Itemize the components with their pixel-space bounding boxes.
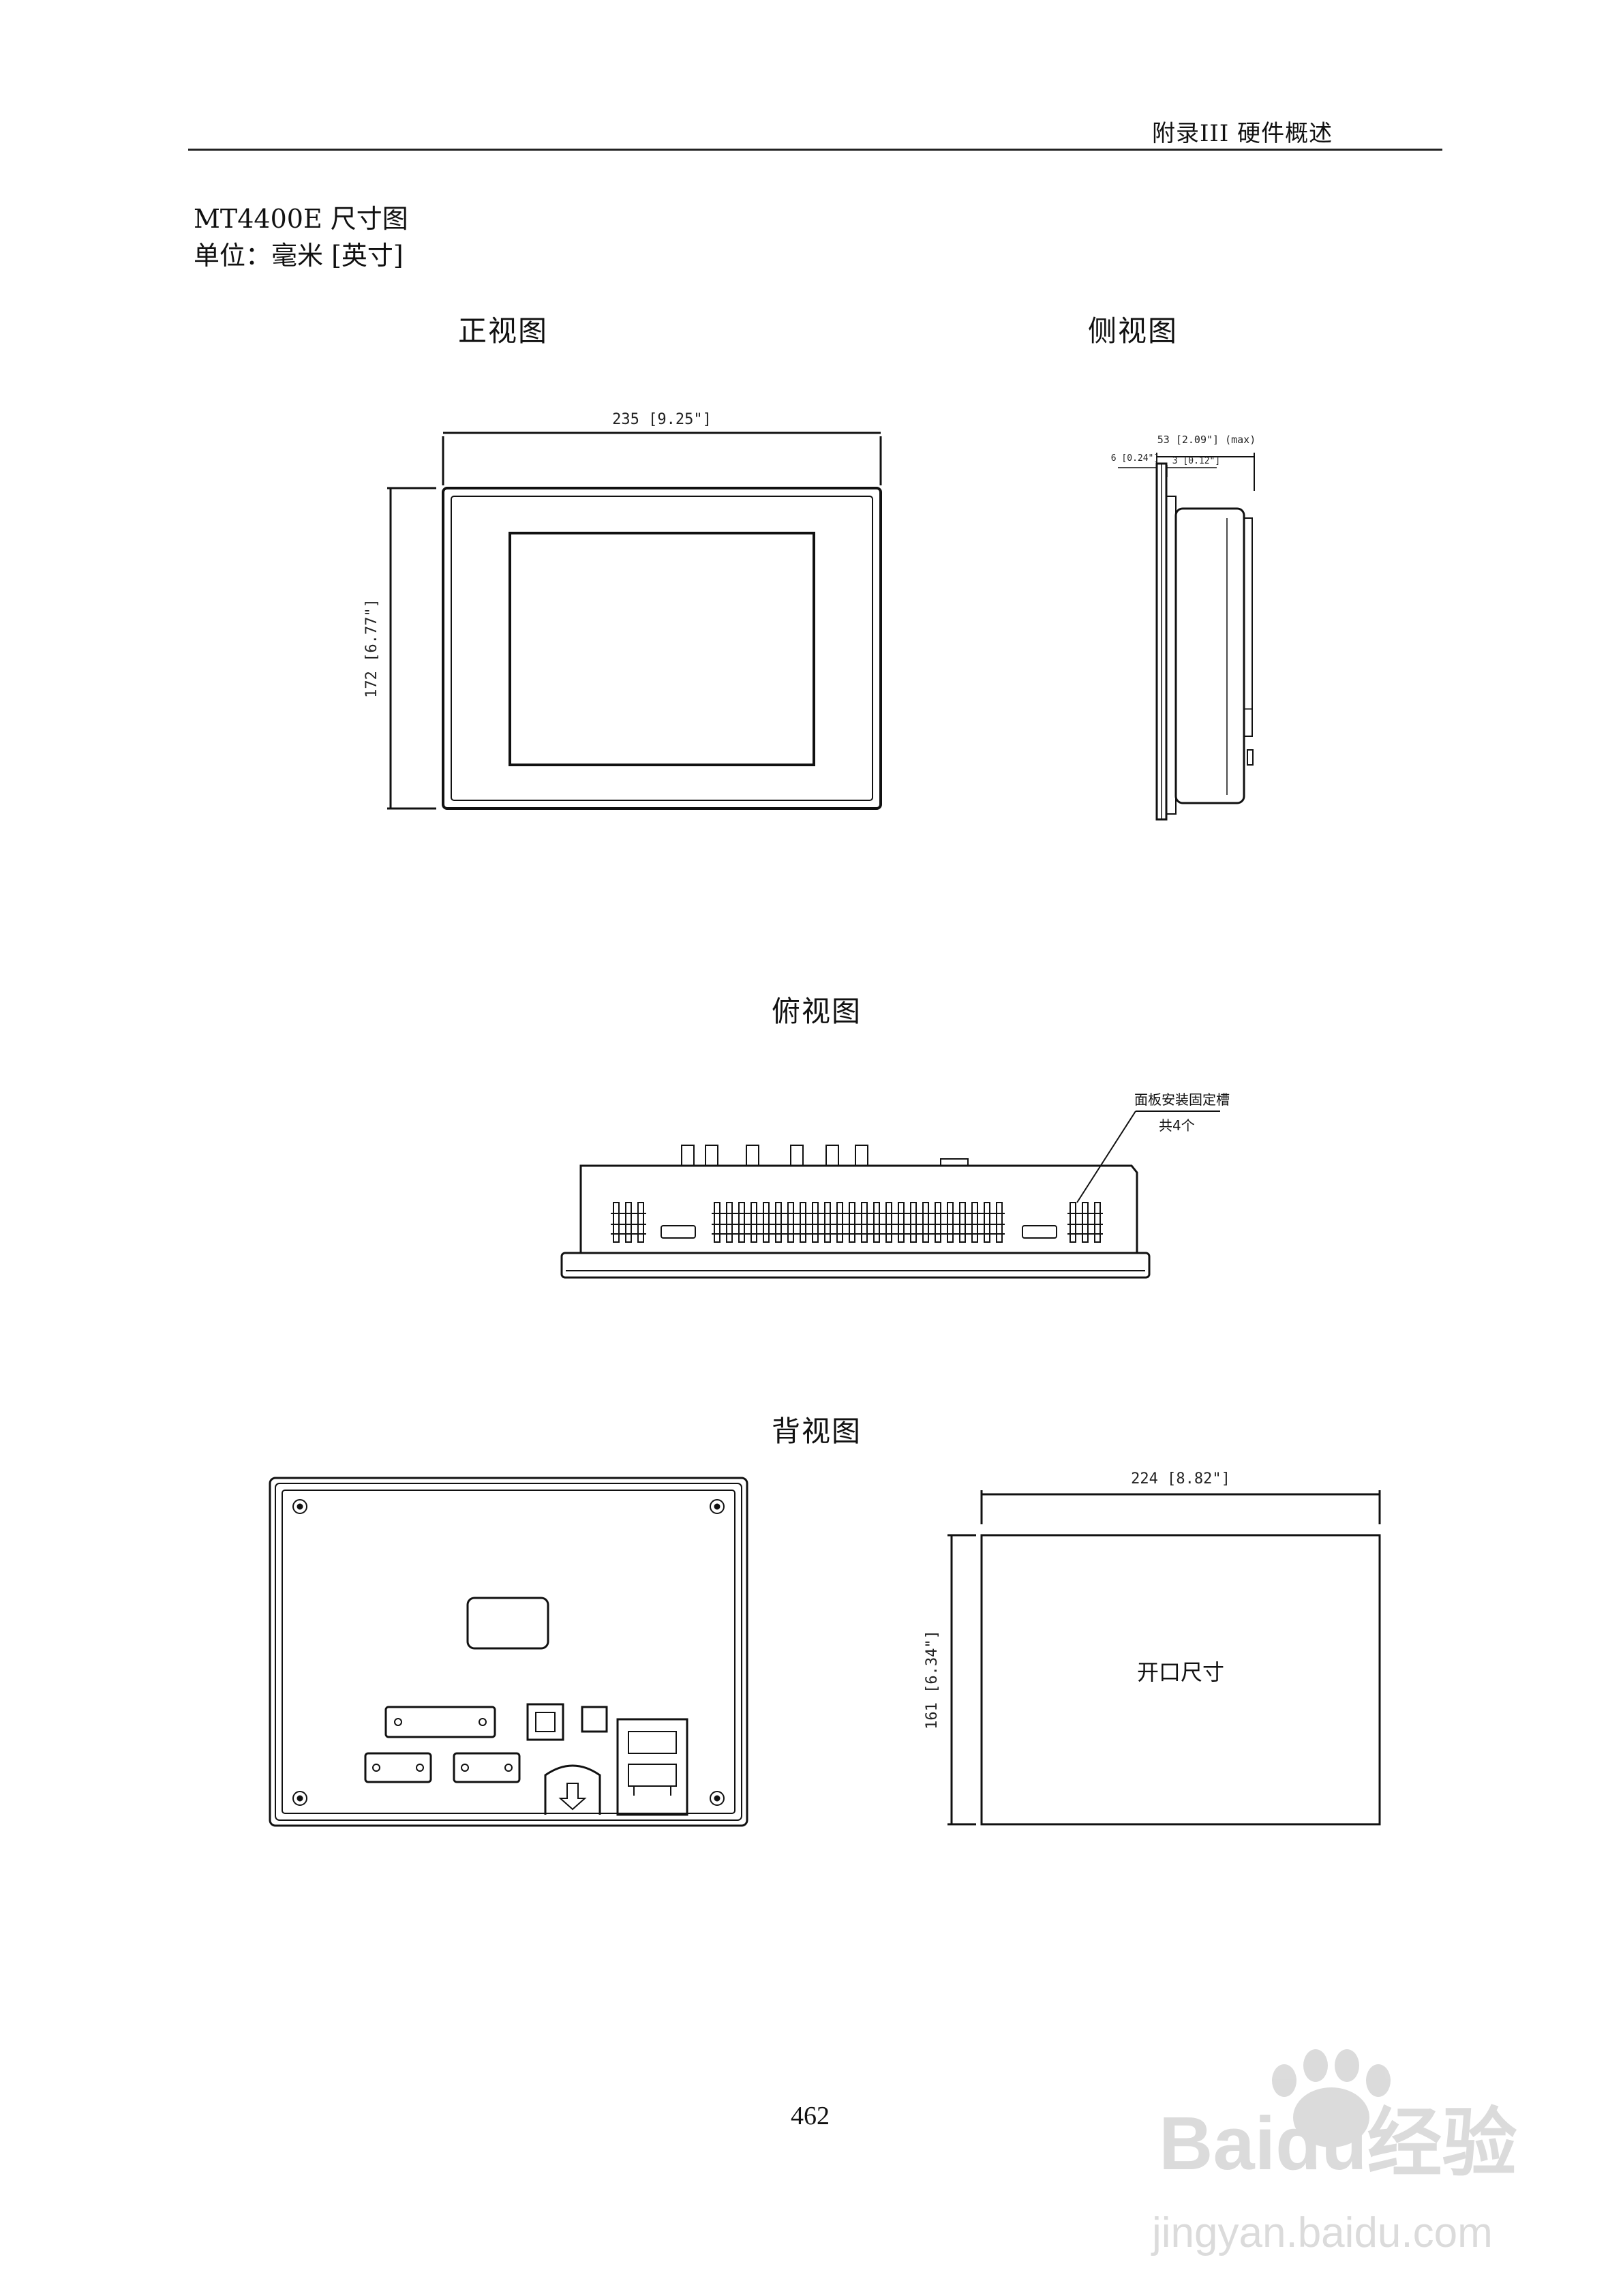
side-bezel-label: 6 [0.24"] <box>1111 453 1159 464</box>
cutout-drawing: 224 [8.82"] 161 [6.34"] 开口尺寸 <box>924 1470 1381 1826</box>
front-width-label: 235 [9.25"] <box>612 411 712 428</box>
back-view-label: 背视图 <box>772 1415 862 1448</box>
mount-slot-label: 面板安装固定槽 <box>1134 1091 1230 1108</box>
side-depth-label: 53 [2.09"] (max) <box>1157 434 1256 446</box>
cutout-height-label: 161 [6.34"] <box>924 1630 941 1729</box>
side-view-label: 侧视图 <box>1088 314 1179 348</box>
back-view-drawing <box>269 1477 748 1827</box>
model-title: MT4400E 尺寸图 <box>194 204 408 234</box>
watermark-brand: Baidu经验 <box>1159 2102 1517 2186</box>
top-view-label: 俯视图 <box>772 995 862 1028</box>
front-height-label: 172 [6.77"] <box>363 599 380 698</box>
watermark-url: jingyan.baidu.com <box>1151 2209 1493 2256</box>
cutout-width-label: 224 [8.82"] <box>1131 1470 1230 1487</box>
mount-count-label: 共4个 <box>1159 1117 1195 1134</box>
header-rule <box>188 149 1442 151</box>
cutout-label: 开口尺寸 <box>1137 1659 1224 1685</box>
top-view-drawing: 面板安装固定槽 共4个 <box>560 1091 1230 1279</box>
baidu-watermark: Baidu经验 jingyan.baidu.com <box>1151 2049 1517 2256</box>
side-step-label: 3 [0.12"] <box>1172 456 1220 466</box>
header-section-title: 附录III 硬件概述 <box>1152 120 1333 147</box>
front-view-label: 正视图 <box>458 314 549 348</box>
front-view-drawing: 235 [9.25"] 172 [6.77"] <box>363 411 882 810</box>
side-view-drawing: 53 [2.09"] (max) 6 [0.24"] 3 [0.12"] <box>1111 434 1256 821</box>
paw-logo-icon <box>1272 2049 1391 2147</box>
page-number: 462 <box>791 2102 830 2130</box>
unit-note: 单位：毫米 [英寸] <box>194 241 404 271</box>
